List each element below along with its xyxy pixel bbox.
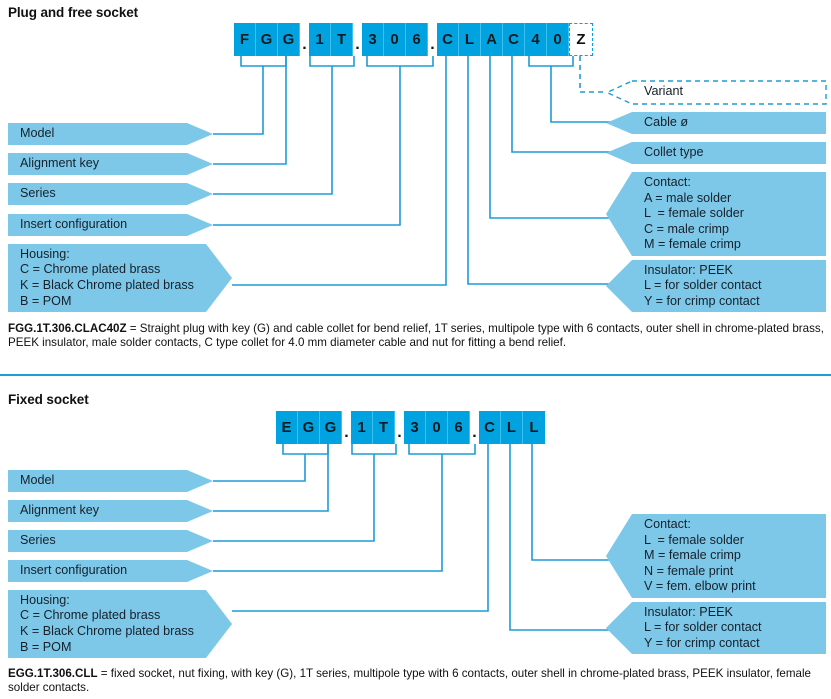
- code-cell: 0: [426, 411, 448, 444]
- code-cell: L: [501, 411, 523, 444]
- label-collet-type: Collet type: [606, 142, 826, 164]
- label-text: Insulator: PEEK L = for solder contact Y…: [644, 262, 762, 308]
- code-cell: 0: [384, 23, 406, 56]
- label-text: Variant: [644, 84, 683, 99]
- code-cell: G: [320, 411, 342, 444]
- label-text: Housing: C = Chrome plated brass K = Bla…: [20, 592, 194, 654]
- section-divider: [0, 374, 831, 376]
- section-title-plug: Plug and free socket: [8, 5, 139, 20]
- label-housing: Housing: C = Chrome plated brass K = Bla…: [8, 590, 232, 658]
- label-text: Housing: C = Chrome plated brass K = Bla…: [20, 246, 194, 308]
- label-series: Series: [8, 530, 213, 552]
- code-cell: 0: [547, 23, 569, 56]
- label-text: Series: [20, 186, 56, 201]
- caption-plug: FGG.1T.306.CLAC40Z = Straight plug with …: [8, 322, 826, 350]
- code-cell: E: [276, 411, 298, 444]
- code-cell: C: [437, 23, 459, 56]
- code-separator: .: [355, 36, 360, 53]
- label-model: Model: [8, 470, 213, 492]
- label-alignment-key: Alignment key: [8, 153, 213, 175]
- code-cell: 3: [404, 411, 426, 444]
- label-text: Alignment key: [20, 156, 100, 171]
- part-number-code-plug: F G G . 1 T . 3 0 6 . C L A C 4 0 Z: [234, 23, 593, 56]
- code-cell: L: [523, 411, 545, 444]
- label-housing: Housing: C = Chrome plated brass K = Bla…: [8, 244, 232, 312]
- label-text: Contact: L = female solder M = female cr…: [644, 517, 756, 594]
- label-series: Series: [8, 183, 213, 205]
- label-text: Cable ø: [644, 115, 689, 130]
- code-cell: 1: [309, 23, 331, 56]
- code-cell: G: [256, 23, 278, 56]
- label-text: Model: [20, 126, 55, 141]
- caption-code: EGG.1T.306.CLL: [8, 667, 98, 680]
- label-variant: Variant: [606, 80, 827, 105]
- code-separator: .: [472, 424, 477, 441]
- code-cell: C: [503, 23, 525, 56]
- code-cell: A: [481, 23, 503, 56]
- caption-fixed: EGG.1T.306.CLL = fixed socket, nut fixin…: [8, 667, 826, 695]
- code-cell: T: [373, 411, 395, 444]
- code-separator: .: [430, 36, 435, 53]
- code-cell: G: [278, 23, 300, 56]
- code-cell: 1: [351, 411, 373, 444]
- code-cell: F: [234, 23, 256, 56]
- code-separator: .: [302, 36, 307, 53]
- code-cell-variant: Z: [569, 23, 593, 56]
- label-text: Insert configuration: [20, 217, 128, 232]
- code-cell: G: [298, 411, 320, 444]
- code-cell: 3: [362, 23, 384, 56]
- label-text: Collet type: [644, 145, 704, 160]
- code-separator: .: [344, 424, 349, 441]
- label-contact: Contact: L = female solder M = female cr…: [606, 514, 826, 598]
- code-cell: 4: [525, 23, 547, 56]
- label-contact: Contact: A = male solder L = female sold…: [606, 172, 826, 256]
- label-alignment-key: Alignment key: [8, 500, 213, 522]
- code-cell: L: [459, 23, 481, 56]
- code-cell: T: [331, 23, 353, 56]
- caption-text: = Straight plug with key (G) and cable c…: [8, 322, 824, 350]
- code-cell: C: [479, 411, 501, 444]
- label-text: Series: [20, 533, 56, 548]
- label-insert-configuration: Insert configuration: [8, 560, 213, 582]
- label-insulator: Insulator: PEEK L = for solder contact Y…: [606, 602, 826, 654]
- label-cable-diameter: Cable ø: [606, 112, 826, 134]
- part-number-code-fixed: E G G . 1 T . 3 0 6 . C L L: [276, 411, 545, 444]
- variant-outline: [606, 80, 827, 105]
- label-text: Model: [20, 473, 55, 488]
- label-text: Alignment key: [20, 503, 100, 518]
- caption-text: = fixed socket, nut fixing, with key (G)…: [8, 667, 812, 695]
- caption-code: FGG.1T.306.CLAC40Z: [8, 322, 127, 335]
- label-insert-configuration: Insert configuration: [8, 214, 213, 236]
- label-model: Model: [8, 123, 213, 145]
- label-text: Contact: A = male solder L = female sold…: [644, 175, 744, 252]
- code-cell: 6: [406, 23, 428, 56]
- label-text: Insert configuration: [20, 563, 128, 578]
- label-text: Insulator: PEEK L = for solder contact Y…: [644, 604, 762, 650]
- section-title-fixed: Fixed socket: [8, 392, 89, 407]
- label-insulator: Insulator: PEEK L = for solder contact Y…: [606, 260, 826, 312]
- code-separator: .: [397, 424, 402, 441]
- code-cell: 6: [448, 411, 470, 444]
